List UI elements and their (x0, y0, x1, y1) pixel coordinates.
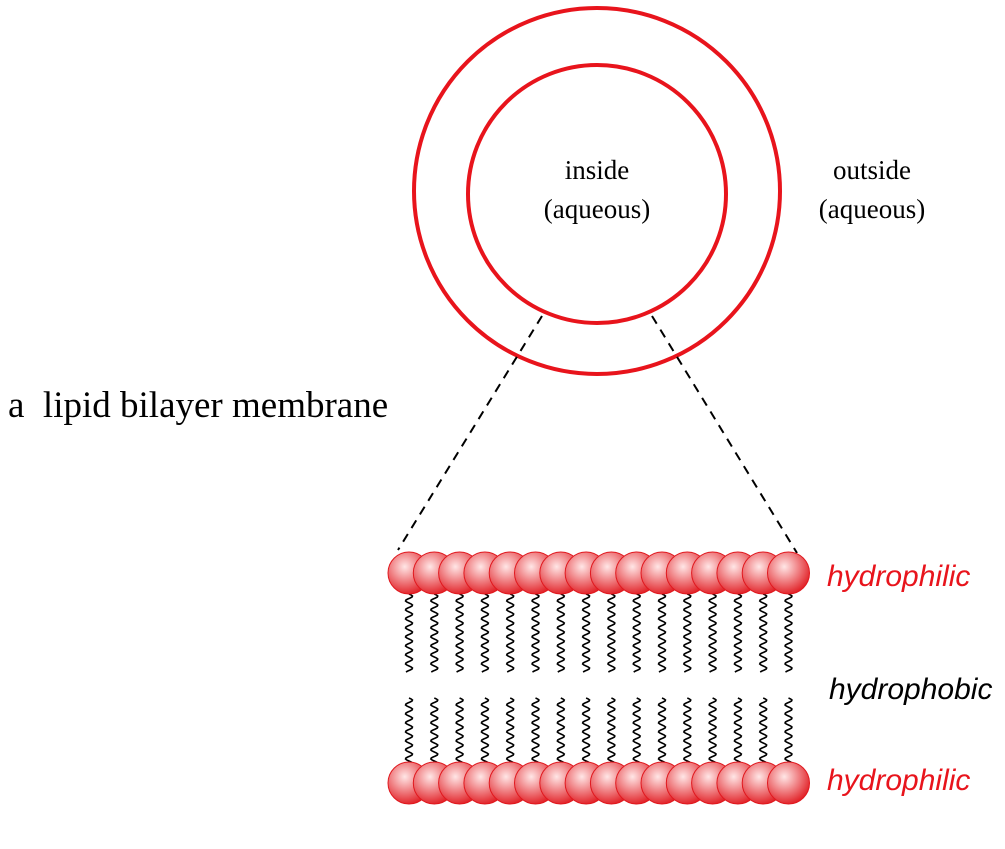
top-lipid-head-icon-16 (767, 551, 810, 595)
lower-lipid-tail-10 (632, 697, 642, 765)
upper-lipid-tail-8 (581, 593, 591, 673)
lower-lipid-tail-4 (480, 697, 490, 765)
membrane-caption: a lipid bilayer membrane (8, 385, 388, 426)
upper-lipid-tail-14 (733, 593, 743, 673)
lower-lipid-tail-9 (606, 697, 616, 765)
upper-lipid-tail-4 (480, 593, 490, 673)
upper-lipid-tail-1 (404, 593, 414, 673)
lower-lipid-tail-6 (531, 697, 540, 765)
lower-lipid-tail-3 (455, 697, 465, 765)
upper-lipid-tail-7 (556, 593, 566, 673)
zoom-line-right (651, 315, 798, 554)
upper-lipid-tail-6 (531, 593, 540, 673)
upper-lipid-tail-10 (632, 593, 642, 673)
bottom-layer-label: hydrophilic (827, 764, 970, 797)
vesicle-outer-circle (412, 6, 782, 376)
lower-lipid-tail-5 (505, 697, 515, 765)
lower-lipid-tail-2 (429, 697, 439, 765)
vesicle-icon (412, 6, 782, 376)
upper-lipid-tail-3 (455, 593, 465, 673)
vesicle-inner-circle (466, 63, 728, 325)
lower-lipid-tail-12 (682, 697, 692, 765)
upper-lipid-tail-2 (429, 593, 439, 673)
lower-lipid-tail-13 (708, 697, 718, 765)
lower-lipid-tail-14 (733, 697, 743, 765)
upper-lipid-tail-9 (606, 593, 616, 673)
upper-lipid-tail-5 (505, 593, 515, 673)
upper-lipid-tail-16 (784, 593, 793, 673)
outside-label-line1: outside (833, 155, 911, 185)
upper-lipid-tail-11 (657, 593, 667, 673)
middle-layer-label: hydrophobic (829, 673, 992, 706)
lipid-tails (404, 593, 793, 765)
zoom-line-left (397, 315, 543, 551)
lower-lipid-tail-16 (784, 697, 793, 765)
upper-lipid-tail-15 (758, 593, 768, 673)
outside-label-line2: (aqueous) (819, 194, 925, 224)
upper-lipid-tail-12 (682, 593, 692, 673)
lower-lipid-tail-8 (581, 697, 591, 765)
inside-label-line1: inside (565, 155, 630, 185)
bottom-leaflet-heads (387, 761, 810, 805)
inside-label-line2: (aqueous) (544, 194, 650, 224)
top-leaflet-heads (387, 551, 810, 595)
lower-lipid-tail-1 (404, 697, 414, 765)
top-layer-label: hydrophilic (827, 560, 970, 593)
bottom-lipid-head-icon-16 (767, 761, 810, 805)
upper-lipid-tail-13 (708, 593, 718, 673)
lower-lipid-tail-15 (758, 697, 768, 765)
lower-lipid-tail-7 (556, 697, 566, 765)
lower-lipid-tail-11 (657, 697, 667, 765)
